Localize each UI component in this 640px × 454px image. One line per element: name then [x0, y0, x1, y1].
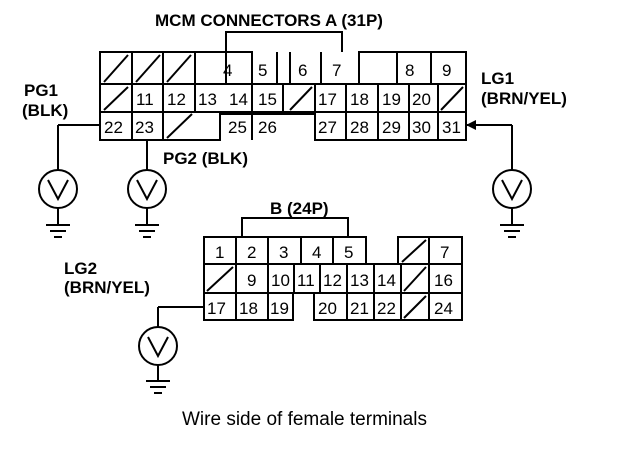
pin-label: 11 [136, 90, 154, 109]
pin-label: 5 [258, 61, 267, 80]
pin-label: 1 [215, 243, 224, 262]
pin-label: 21 [350, 299, 369, 318]
diagram-title: MCM CONNECTORS A (31P) [155, 11, 383, 30]
lg1-label: LG1 [481, 69, 514, 88]
connector-a-pins: 4 5 6 7 8 9 11 12 13 14 15 17 18 19 20 2… [104, 61, 461, 137]
pin-label: 2 [247, 243, 256, 262]
pin-label: 17 [207, 299, 226, 318]
pin-label: 11 [297, 271, 315, 290]
arrow-icon [466, 120, 476, 130]
pin-label: 19 [270, 299, 289, 318]
connector-a-lock-tab [225, 31, 343, 52]
caption: Wire side of female terminals [182, 409, 427, 430]
connector-a-grid [100, 52, 466, 140]
pin-label: 7 [440, 243, 449, 262]
pin-label: 13 [198, 90, 217, 109]
voltmeter-icon [38, 169, 78, 209]
pin-label: 22 [377, 299, 396, 318]
pin-label: 14 [377, 271, 396, 290]
pin-label: 23 [135, 118, 154, 137]
pin-label: 9 [442, 61, 451, 80]
pin-label: 4 [312, 243, 321, 262]
pin-label: 13 [350, 271, 369, 290]
connector-b-title: B (24P) [270, 199, 329, 218]
voltmeter-icon [492, 169, 532, 209]
pin-label: 25 [228, 118, 247, 137]
pg1-probe-wire [46, 124, 100, 238]
pin-label: 5 [344, 243, 353, 262]
pin-label: 24 [434, 299, 453, 318]
connector-b-unused-cavities [206, 239, 427, 319]
pin-label: 3 [279, 243, 288, 262]
pin-label: 26 [258, 118, 277, 137]
pin-label: 22 [104, 118, 123, 137]
pin-label: 10 [271, 271, 290, 290]
pin-label: 27 [318, 118, 337, 137]
pin-label: 29 [382, 118, 401, 137]
connector-b-pins: 1 2 3 4 5 7 9 10 11 12 13 14 16 17 18 19… [207, 243, 453, 318]
lg1-color-label: (BRN/YEL) [481, 89, 567, 108]
pg2-probe-wire [135, 140, 159, 238]
pin-label: 20 [412, 90, 431, 109]
pin-label: 18 [239, 299, 258, 318]
pin-label: 8 [405, 61, 414, 80]
pg1-color-label: (BLK) [22, 101, 68, 120]
voltmeter-icon [138, 326, 178, 366]
pin-label: 30 [412, 118, 431, 137]
pin-label: 7 [332, 61, 341, 80]
voltmeter-icon [127, 169, 167, 209]
pin-label: 15 [258, 90, 277, 109]
connector-b-grid [204, 237, 462, 320]
pin-label: 4 [223, 61, 232, 80]
pg2-label: PG2 (BLK) [163, 149, 248, 168]
pin-label: 28 [350, 118, 369, 137]
pin-label: 6 [298, 61, 307, 80]
pin-label: 9 [247, 271, 256, 290]
pin-label: 19 [382, 90, 401, 109]
pin-label: 31 [442, 118, 461, 137]
lg2-label: LG2 [64, 259, 97, 278]
lg2-probe-wire [146, 306, 204, 394]
pin-label: 14 [229, 90, 248, 109]
pin-label: 12 [323, 271, 342, 290]
connector-b-lock-tab [241, 217, 349, 237]
pin-label: 18 [350, 90, 369, 109]
connector-a-unused-cavities [103, 54, 464, 139]
pin-label: 20 [318, 299, 337, 318]
pg1-label: PG1 [24, 81, 58, 100]
pin-label: 16 [434, 271, 453, 290]
lg2-color-label: (BRN/YEL) [64, 278, 150, 297]
pin-label: 12 [167, 90, 186, 109]
pin-label: 17 [318, 90, 337, 109]
